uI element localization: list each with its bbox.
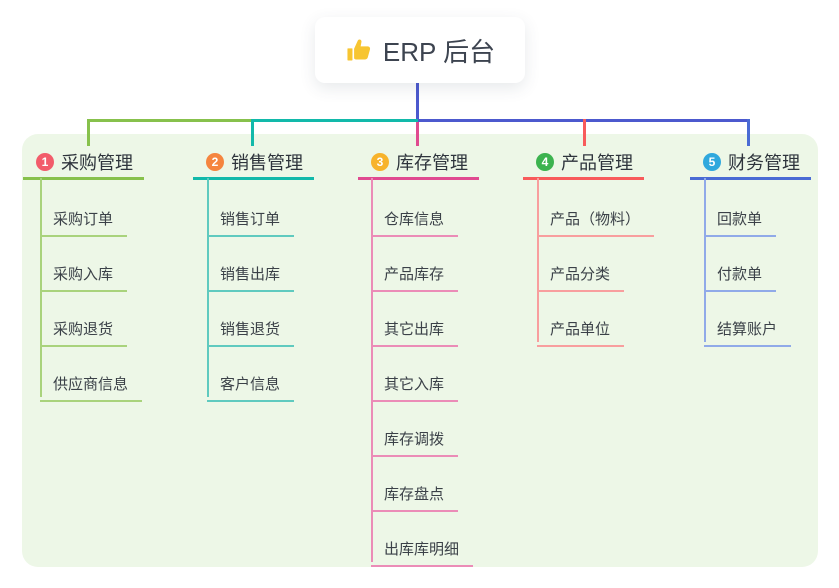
- child-label: 采购订单: [53, 211, 114, 228]
- branch-title-label: 财务管理: [728, 152, 800, 173]
- branch-title-product[interactable]: 4 产品管理: [523, 146, 644, 180]
- child-label: 销售订单: [220, 211, 281, 228]
- branch-child[interactable]: 销售出库: [207, 250, 295, 292]
- child-label: 产品分类: [550, 266, 611, 283]
- child-label: 销售退货: [220, 321, 281, 338]
- connector-bus-green: [87, 119, 253, 122]
- branch-title-procurement[interactable]: 1 采购管理: [23, 146, 144, 180]
- child-label: 结算账户: [717, 321, 778, 338]
- root-label: ERP 后台: [382, 36, 496, 67]
- child-label: 采购退货: [53, 321, 114, 338]
- connector-root-drop: [416, 83, 419, 120]
- branch-child[interactable]: 产品分类: [537, 250, 625, 292]
- child-label: 库存调拨: [384, 431, 445, 448]
- branch-badge-2: 2: [206, 152, 224, 171]
- root-node[interactable]: ERP 后台: [315, 17, 525, 83]
- connector-trunk-2: [207, 178, 209, 397]
- branch-badge-4: 4: [536, 152, 554, 171]
- branch-title-sales[interactable]: 2 销售管理: [193, 146, 314, 180]
- child-label: 出库库明细: [384, 541, 460, 558]
- branch-title-inventory[interactable]: 3 库存管理: [358, 146, 479, 180]
- connector-drop-2: [251, 119, 254, 146]
- child-label: 供应商信息: [53, 376, 129, 393]
- connector-drop-4: [583, 119, 586, 146]
- child-label: 销售出库: [220, 266, 281, 283]
- branch-badge-3: 3: [371, 152, 389, 171]
- branch-child[interactable]: 结算账户: [704, 305, 792, 347]
- child-label: 其它入库: [384, 376, 445, 393]
- branch-child[interactable]: 销售退货: [207, 305, 295, 347]
- branch-title-label: 采购管理: [61, 152, 133, 173]
- branch-child[interactable]: 产品单位: [537, 305, 625, 347]
- child-label: 产品单位: [550, 321, 611, 338]
- branch-child[interactable]: 其它出库: [371, 305, 459, 347]
- branch-child[interactable]: 库存盘点: [371, 470, 459, 512]
- branch-title-label: 库存管理: [396, 152, 468, 173]
- connector-drop-5: [747, 119, 750, 146]
- branch-child[interactable]: 采购退货: [40, 305, 128, 347]
- branch-child[interactable]: 库存调拨: [371, 415, 459, 457]
- branch-child[interactable]: 采购入库: [40, 250, 128, 292]
- branch-child[interactable]: 仓库信息: [371, 195, 459, 237]
- child-label: 库存盘点: [384, 486, 445, 503]
- child-label: 其它出库: [384, 321, 445, 338]
- branch-child[interactable]: 出库库明细: [371, 525, 474, 567]
- child-label: 客户信息: [220, 376, 281, 393]
- child-label: 付款单: [717, 266, 763, 283]
- connector-drop-1: [87, 119, 90, 146]
- child-label: 产品（物料）: [550, 211, 641, 228]
- branch-title-label: 产品管理: [561, 152, 633, 173]
- connector-bus-teal: [253, 119, 418, 122]
- connector-trunk-5: [704, 178, 706, 342]
- connector-drop-3: [416, 122, 419, 146]
- branch-title-finance[interactable]: 5 财务管理: [690, 146, 811, 180]
- child-label: 产品库存: [384, 266, 445, 283]
- child-label: 回款单: [717, 211, 763, 228]
- branch-child[interactable]: 产品（物料）: [537, 195, 655, 237]
- branch-child[interactable]: 供应商信息: [40, 360, 143, 402]
- branch-child[interactable]: 客户信息: [207, 360, 295, 402]
- branch-child[interactable]: 产品库存: [371, 250, 459, 292]
- branch-title-label: 销售管理: [231, 152, 303, 173]
- branch-child[interactable]: 回款单: [704, 195, 777, 237]
- branch-panel: [22, 134, 818, 567]
- child-label: 仓库信息: [384, 211, 445, 228]
- branch-badge-5: 5: [703, 152, 721, 171]
- thumbs-up-icon: [345, 36, 373, 64]
- branch-child[interactable]: 销售订单: [207, 195, 295, 237]
- branch-child[interactable]: 采购订单: [40, 195, 128, 237]
- branch-badge-1: 1: [36, 152, 54, 171]
- child-label: 采购入库: [53, 266, 114, 283]
- connector-trunk-1: [40, 178, 42, 397]
- branch-child[interactable]: 其它入库: [371, 360, 459, 402]
- connector-trunk-4: [537, 178, 539, 342]
- branch-child[interactable]: 付款单: [704, 250, 777, 292]
- connector-trunk-3: [371, 178, 373, 562]
